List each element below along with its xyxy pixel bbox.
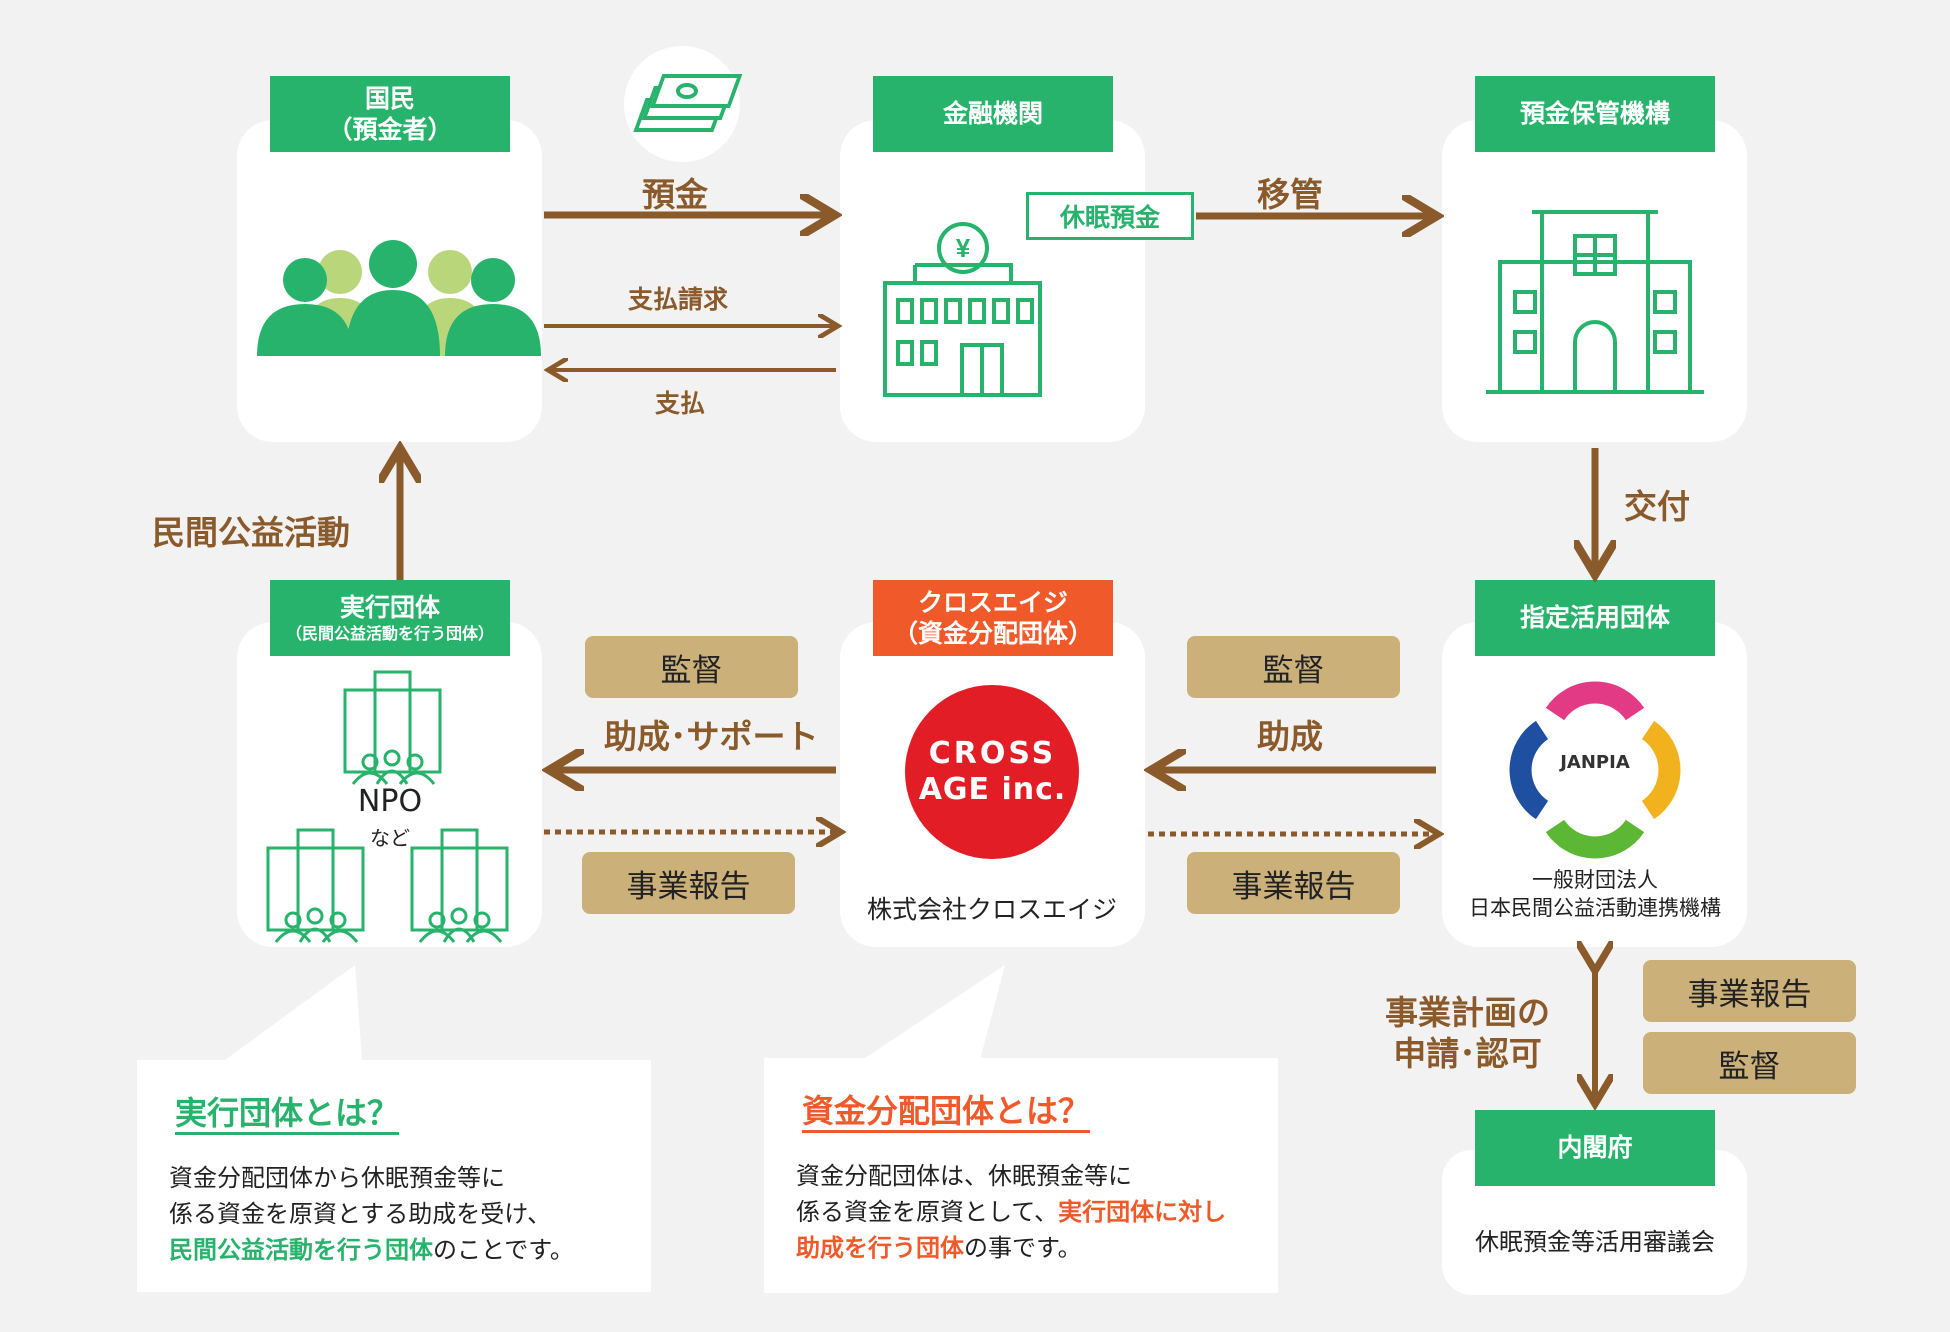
designated-label-text: 指定活用団体 [1519, 603, 1670, 633]
bank-label-text: 金融機関 [942, 99, 1043, 129]
distributor-label: クロスエイジ （資金分配団体） [873, 580, 1113, 656]
distributor-explain-line3: 助成を行う団体の事です。 [796, 1230, 1226, 1266]
npo-buildings-icon [266, 670, 509, 943]
janpia-logo-icon [1509, 681, 1681, 859]
supervision-badge-right: 監督 [1187, 636, 1400, 698]
grant-issue-flow-label: 交付 [1624, 487, 1690, 526]
distributor-label-line1: クロスエイジ [917, 587, 1068, 617]
distributor-explain-line1: 資金分配団体は、休眠預金等に [796, 1162, 1132, 1190]
citizens-label-line2: （預金者） [327, 115, 453, 144]
deposit-flow-label: 預金 [642, 175, 708, 214]
report-badge-right: 事業報告 [1187, 852, 1400, 914]
report-badge-cabinet: 事業報告 [1643, 960, 1856, 1022]
executor-label-line1: 実行団体 [339, 593, 440, 623]
executor-card [237, 622, 542, 947]
crossage-logo-line1: CROSS [928, 736, 1057, 771]
bank-label: 金融機関 [873, 76, 1113, 152]
executor-explain-line3-rest: のことです。 [433, 1236, 574, 1264]
npo-sub-label: など [370, 826, 410, 850]
distributor-explain-highlight1: 実行団体に対し [1058, 1198, 1227, 1226]
public-activity-flow-label: 民間公益活動 [152, 513, 350, 552]
npo-label: NPO [357, 784, 423, 819]
distributor-explain-title: 資金分配団体とは？ [802, 1092, 1091, 1130]
distributor-explain-line2-pre: 係る資金を原資として、 [796, 1198, 1059, 1226]
supervision-badge-cabinet: 監督 [1643, 1032, 1856, 1094]
executor-explain-body: 資金分配団体から休眠預金等に 係る資金を原資とする助成を受け、 民間公益活動を行… [169, 1160, 574, 1268]
executor-explain-line3: 民間公益活動を行う団体のことです。 [169, 1232, 574, 1268]
grant-flow-label: 助成 [1257, 717, 1323, 756]
report-badge-left: 事業報告 [582, 852, 795, 914]
bank-icon [883, 222, 1042, 397]
designated-label: 指定活用団体 [1475, 580, 1715, 656]
cabinet-label-text: 内閣府 [1557, 1133, 1633, 1163]
plan-approval-line1: 事業計画の [1385, 993, 1550, 1032]
payment-flow-label: 支払 [655, 389, 706, 418]
plan-approval-line2: 申請･認可 [1393, 1034, 1542, 1074]
executor-label: 実行団体 （民間公益活動を行う団体） [270, 580, 510, 656]
dic-label: 預金保管機構 [1475, 76, 1715, 152]
executor-explain-line1: 資金分配団体から休眠預金等に [169, 1164, 505, 1192]
designated-card [1442, 622, 1747, 947]
people-icon [257, 240, 541, 356]
grant-support-flow-label: 助成･サポート [604, 717, 819, 756]
executor-bubble-tail [225, 965, 362, 1060]
cabinet-label: 内閣府 [1475, 1110, 1715, 1186]
money-icon [624, 46, 743, 162]
distributor-bubble-tail [862, 965, 1005, 1060]
crossage-logo-line2: AGE inc. [918, 772, 1067, 807]
distributor-explain-highlight2: 助成を行う団体 [796, 1234, 964, 1262]
distributor-explain-body: 資金分配団体は、休眠預金等に 係る資金を原資として、実行団体に対し 助成を行う団… [796, 1158, 1226, 1266]
executor-explain-highlight: 民間公益活動を行う団体 [169, 1236, 433, 1264]
executor-explain-line2: 係る資金を原資とする助成を受け、 [169, 1200, 552, 1228]
citizens-label: 国民 （預金者） [270, 76, 510, 152]
designated-org-line2: 日本民間公益活動連携機構 [1469, 896, 1721, 920]
executor-explain-box: 実行団体とは？ 資金分配団体から休眠預金等に 係る資金を原資とする助成を受け、 … [137, 1060, 651, 1292]
supervision-badge-left: 監督 [585, 636, 798, 698]
distributor-explain-line2: 係る資金を原資として、実行団体に対し [796, 1194, 1226, 1230]
payment-request-flow-label: 支払請求 [628, 285, 729, 314]
svg-text:¥: ¥ [956, 233, 971, 263]
distributor-explain-line3-rest: の事です。 [964, 1234, 1082, 1262]
designated-org-line1: 一般財団法人 [1532, 868, 1658, 892]
office-building-icon [1486, 210, 1704, 394]
distributor-label-line2: （資金分配団体） [892, 619, 1093, 648]
citizens-label-line1: 国民 [364, 83, 415, 113]
dormant-deposit-tag: 休眠預金 [1026, 192, 1194, 240]
cabinet-council-name: 休眠預金等活用審議会 [1475, 1228, 1715, 1256]
distributor-company-name: 株式会社クロスエイジ [866, 895, 1117, 924]
executor-label-line2: （民間公益活動を行う団体） [285, 623, 494, 643]
crossage-logo-circle [905, 685, 1079, 859]
distributor-explain-box: 資金分配団体とは？ 資金分配団体は、休眠預金等に 係る資金を原資として、実行団体… [764, 1058, 1278, 1293]
transfer-flow-label: 移管 [1257, 175, 1323, 214]
executor-explain-title: 実行団体とは？ [175, 1094, 400, 1132]
janpia-logo-text: JANPIA [1560, 752, 1630, 773]
dic-label-text: 預金保管機構 [1519, 99, 1670, 129]
dic-card [1442, 120, 1747, 442]
plan-approval-flow-label: 事業計画の 申請･認可 [1385, 992, 1550, 1075]
